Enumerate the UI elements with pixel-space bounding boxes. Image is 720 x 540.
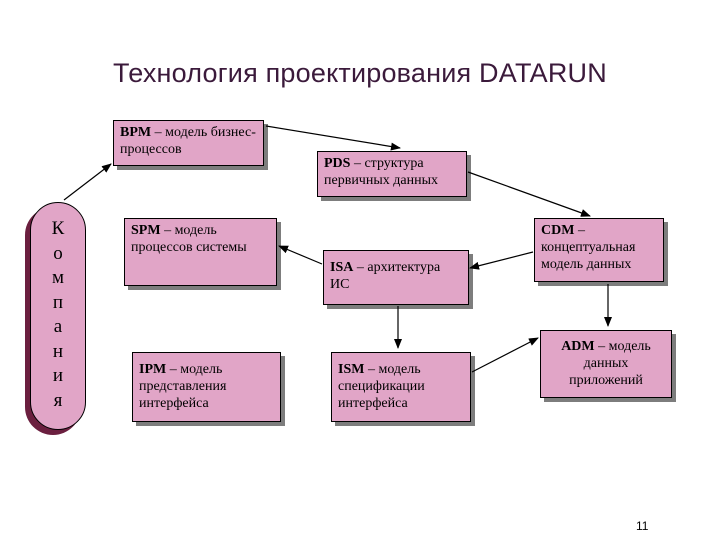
bpm-text: – модель бизнес-процессов [120,125,256,157]
cdm-code: CDM [541,223,575,238]
company-letter: н [52,340,64,362]
spm-code: SPM [131,223,161,238]
arrow-pds-cdm [467,171,591,217]
slide-title: Технология проектирования DATARUN [113,58,607,88]
company-letter: К [51,218,65,239]
page-number: 11 [636,519,649,533]
adm-box: ADM – модель данных приложений [540,330,672,398]
pds-box: PDS – структура первичных данных [317,151,467,197]
company-letters: К о м п а н и я [31,217,85,413]
company-letter: м [51,267,65,288]
adm-code: ADM [561,339,595,354]
bpm-code: BPM [120,125,152,140]
ism-box: ISM – модель спецификации интерфейса [331,352,471,422]
spm-box: SPM – модель процессов системы [124,218,277,286]
isa-text: – архитектура ИС [330,260,441,292]
company-letter: я [53,389,63,411]
cdm-box: CDM – концептуальная модель данных [534,218,664,282]
company-letter: и [52,365,64,386]
ipm-text: – модель представления интерфейса [139,362,227,411]
company-letter: а [53,316,63,337]
ism-code: ISM [338,362,365,377]
ipm-code: IPM [139,362,167,377]
pds-text: – структура первичных данных [324,156,438,188]
pds-code: PDS [324,156,351,171]
arrow-ism-adm [471,337,539,373]
bpm-box: BPM – модель бизнес-процессов [113,120,264,166]
ism-text: – модель спецификации интерфейса [338,362,425,411]
arrow-company-bpm [63,163,112,201]
company-letter: п [52,291,64,313]
cdm-text: – концептуальная модель данных [541,223,636,272]
company-letter: о [53,242,63,264]
isa-code: ISA [330,260,354,275]
arrow-bpm-pds [265,125,401,151]
spm-text: – модель процессов системы [131,223,247,255]
company-block: К о м п а н и я [30,202,86,430]
isa-box: ISA – архитектура ИС [323,250,469,305]
adm-text: – модель данных приложений [569,339,651,388]
ipm-box: IPM – модель представления интерфейса [132,352,281,422]
arrow-isa-spm [278,245,323,265]
arrow-cdm-isa [469,251,534,270]
